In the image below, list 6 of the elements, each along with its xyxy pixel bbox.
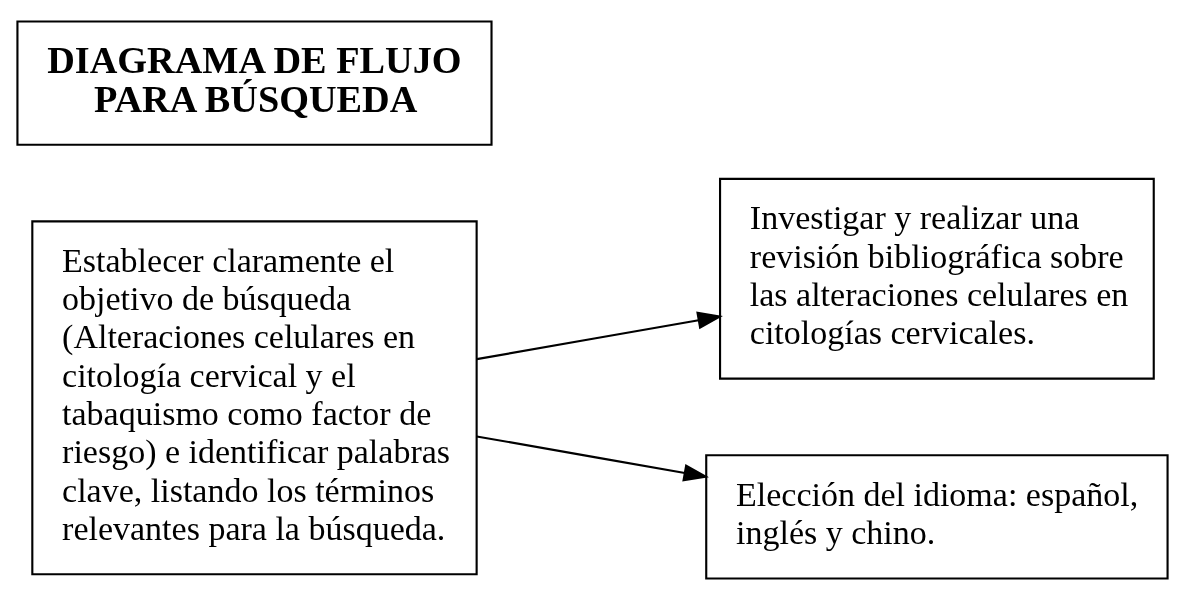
arrow (476, 434, 709, 482)
node-box: Establecer claramente el objetivo de búsqueda (Alteraciones celulares en citología cervical y el tabaquismo como factor de riesgo) e identificar palabras clave, listando los términos relevantes para la búsqueda. (31, 219, 478, 575)
arrow (476, 311, 723, 360)
node-box: Elección del idioma: español, inglés y chino. (705, 453, 1169, 580)
node-box: Investigar y realizar una revisión bibliográfica sobre las alteraciones celulares en citologías cervicales. (719, 177, 1155, 380)
node-box: DIAGRAMA DE FLUJO PARA BÚSQUEDA (16, 19, 493, 146)
